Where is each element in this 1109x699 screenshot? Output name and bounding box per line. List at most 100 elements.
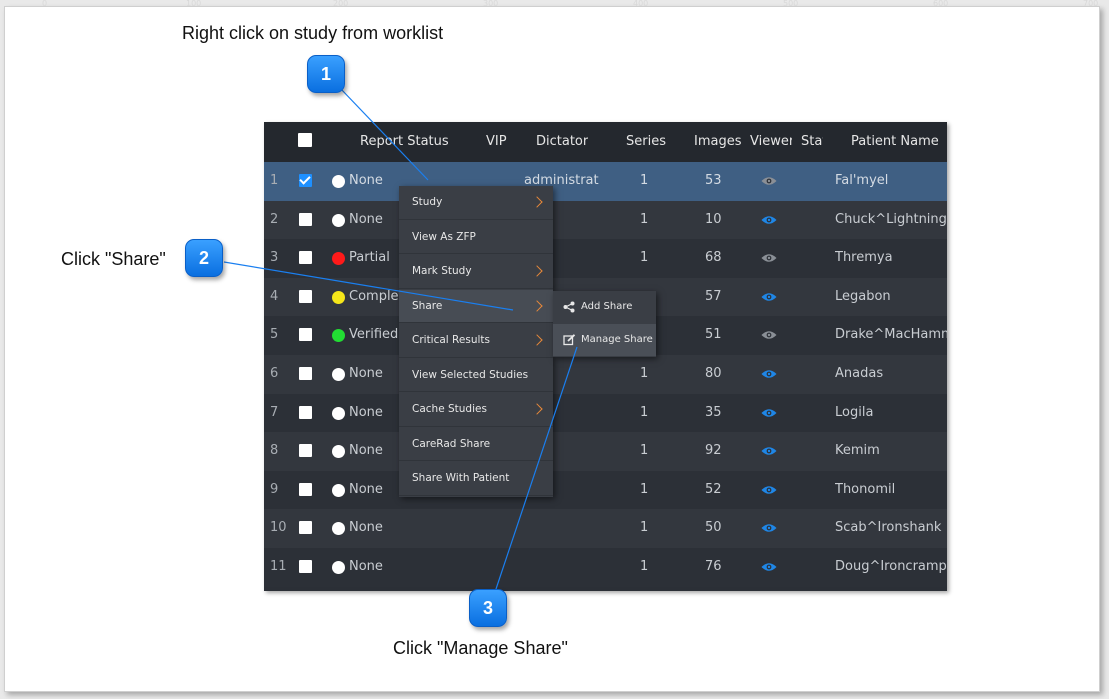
ruler-tick: 700 bbox=[1083, 0, 1099, 8]
header-series[interactable]: Series bbox=[626, 134, 666, 149]
row-number: 2 bbox=[270, 211, 279, 227]
manage-share-menu-item[interactable]: Manage Share bbox=[553, 324, 656, 356]
row-checkbox[interactable] bbox=[299, 367, 312, 380]
patient-name: Legabon bbox=[835, 288, 891, 304]
share-submenu: Add Share Manage Share bbox=[553, 291, 656, 357]
eye-icon[interactable] bbox=[761, 523, 777, 533]
menu-item-label: View Selected Studies bbox=[412, 368, 529, 381]
image-count: 57 bbox=[705, 288, 722, 304]
header-report-status[interactable]: Report Status bbox=[360, 134, 449, 149]
row-number: 11 bbox=[270, 559, 287, 574]
eye-icon[interactable] bbox=[761, 369, 777, 379]
series-count: 1 bbox=[640, 559, 649, 574]
series-count: 1 bbox=[640, 443, 649, 459]
eye-icon[interactable] bbox=[761, 408, 777, 418]
eye-icon[interactable] bbox=[761, 446, 777, 456]
ruler-tick: 100 bbox=[186, 0, 202, 8]
row-checkbox[interactable] bbox=[299, 328, 312, 342]
eye-icon[interactable] bbox=[761, 253, 777, 263]
menu-item-label: Study bbox=[412, 196, 443, 208]
menu-item-share[interactable]: Share bbox=[399, 289, 553, 323]
image-count: 51 bbox=[705, 327, 722, 343]
status-dot bbox=[332, 213, 345, 227]
row-number: 4 bbox=[270, 288, 279, 304]
status-dot bbox=[332, 406, 345, 420]
row-checkbox[interactable] bbox=[299, 482, 312, 496]
menu-item-view-as-zfp[interactable]: View As ZFP bbox=[399, 221, 553, 254]
menu-item-cache-studies[interactable]: Cache Studies bbox=[399, 393, 553, 427]
header-viewer[interactable]: Viewer bbox=[750, 134, 792, 149]
menu-item-share-with-patient[interactable]: Share With Patient bbox=[399, 462, 553, 496]
callout-badge-2: 2 bbox=[185, 239, 223, 277]
row-checkbox[interactable] bbox=[299, 444, 312, 458]
status-dot bbox=[332, 290, 345, 304]
report-status: None bbox=[349, 366, 383, 381]
select-all-checkbox[interactable] bbox=[298, 133, 312, 147]
report-status: Verified bbox=[349, 327, 399, 343]
report-status: None bbox=[349, 520, 383, 536]
eye-icon[interactable] bbox=[761, 215, 777, 225]
header-dictator[interactable]: Dictator bbox=[536, 134, 589, 149]
report-status: None bbox=[349, 481, 383, 497]
menu-item-carerad-share[interactable]: CareRad Share bbox=[399, 428, 553, 461]
ruler-tick: 300 bbox=[483, 0, 499, 8]
menu-item-label: View As ZFP bbox=[412, 230, 476, 243]
ruler-tick: 200 bbox=[333, 0, 349, 8]
eye-icon[interactable] bbox=[761, 292, 777, 302]
image-count: 35 bbox=[705, 404, 722, 420]
status-dot bbox=[332, 483, 345, 497]
eye-icon[interactable] bbox=[761, 176, 777, 186]
menu-item-view-selected-studies[interactable]: View Selected Studies bbox=[399, 359, 553, 392]
series-count: 1 bbox=[640, 250, 649, 266]
status-dot bbox=[332, 561, 345, 574]
series-count: 1 bbox=[640, 481, 649, 497]
add-share-menu-item[interactable]: Add Share bbox=[553, 291, 656, 323]
report-status: None bbox=[349, 404, 383, 420]
row-checkbox[interactable] bbox=[299, 289, 312, 303]
row-checkbox[interactable] bbox=[299, 251, 312, 265]
edit-icon bbox=[563, 334, 576, 346]
row-checkbox[interactable] bbox=[299, 521, 312, 535]
row-number: 5 bbox=[270, 327, 279, 343]
ruler-tick: 400 bbox=[633, 0, 649, 8]
chevron-right-icon bbox=[531, 334, 543, 346]
image-count: 68 bbox=[705, 250, 722, 266]
worklist-window: Report Status VIP Dictator Series Images… bbox=[264, 122, 947, 591]
header-stat[interactable]: Stat bbox=[801, 134, 823, 149]
row-number: 9 bbox=[270, 481, 279, 497]
header-patient-name[interactable]: Patient Name bbox=[851, 134, 939, 149]
patient-name: Kemim bbox=[835, 443, 880, 459]
ruler-tick: 600 bbox=[933, 0, 949, 8]
eye-icon[interactable] bbox=[761, 330, 777, 340]
row-checkbox[interactable] bbox=[299, 174, 312, 187]
row-number: 7 bbox=[270, 404, 279, 420]
dictator bbox=[524, 548, 599, 587]
row-checkbox[interactable] bbox=[299, 405, 312, 419]
patient-name: Scab^Ironshank bbox=[835, 520, 942, 536]
image-count: 92 bbox=[705, 443, 722, 459]
eye-icon[interactable] bbox=[761, 485, 777, 495]
menu-item-mark-study[interactable]: Mark Study bbox=[399, 255, 553, 289]
menu-item-critical-results[interactable]: Critical Results bbox=[399, 324, 553, 358]
patient-name: Thonomil bbox=[835, 481, 896, 497]
manage-share-label: Manage Share bbox=[581, 334, 653, 345]
status-dot bbox=[332, 445, 345, 459]
chevron-right-icon bbox=[531, 196, 543, 208]
eye-icon[interactable] bbox=[761, 562, 777, 572]
header-vip[interactable]: VIP bbox=[486, 134, 507, 149]
header-images[interactable]: Images bbox=[694, 134, 742, 149]
menu-item-study[interactable]: Study bbox=[399, 186, 553, 220]
row-checkbox[interactable] bbox=[299, 212, 312, 226]
status-dot bbox=[332, 329, 345, 343]
row-checkbox[interactable] bbox=[299, 560, 312, 573]
patient-name: Fal'myel bbox=[835, 173, 889, 188]
